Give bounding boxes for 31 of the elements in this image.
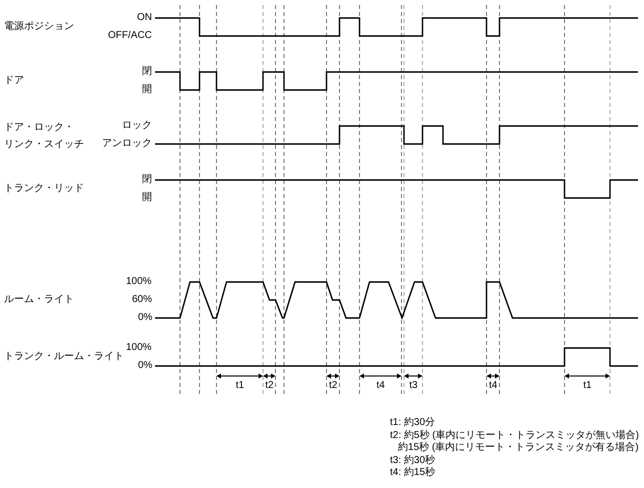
note: t2: 約5秒 (車内にリモート・トランスミッタが無い場合) [390, 430, 639, 442]
signal-name: トランク・ルーム・ライト [4, 351, 124, 363]
level-label: 100% [126, 276, 152, 288]
level-label: 閉 [142, 174, 152, 186]
level-label: 60% [132, 294, 152, 306]
note: t1: 約30分 [390, 417, 436, 429]
level-label: ON [137, 12, 152, 24]
interval-label: t4 [376, 380, 385, 392]
level-label: 開 [142, 192, 152, 204]
level-label: ロック [122, 120, 152, 132]
level-label: 0% [138, 312, 152, 324]
level-label: OFF/ACC [108, 30, 152, 42]
signal-name: ドア [4, 75, 24, 87]
note: t4: 約15秒 [390, 467, 436, 479]
level-label: アンロック [102, 138, 152, 150]
signal-name: 電源ポジション [4, 21, 74, 33]
interval-label: t2 [265, 380, 274, 392]
interval-label: t4 [489, 380, 498, 392]
note: t3: 約30秒 [390, 454, 436, 466]
interval-label: t3 [409, 380, 418, 392]
interval-label: t2 [329, 380, 338, 392]
level-label: 閉 [142, 66, 152, 78]
signal-name: ドア・ロック・リンク・スイッチ [4, 120, 85, 152]
signal-name: ルーム・ライト [4, 294, 74, 306]
interval-label: t1 [583, 380, 592, 392]
interval-label: t1 [236, 380, 244, 392]
level-label: 開 [142, 84, 152, 96]
note: 約15秒 (車内にリモート・トランスミッタが有る場合) [398, 442, 639, 454]
level-label: 100% [126, 342, 152, 354]
level-label: 0% [138, 360, 152, 372]
signal-name: トランク・リッド [4, 183, 84, 195]
